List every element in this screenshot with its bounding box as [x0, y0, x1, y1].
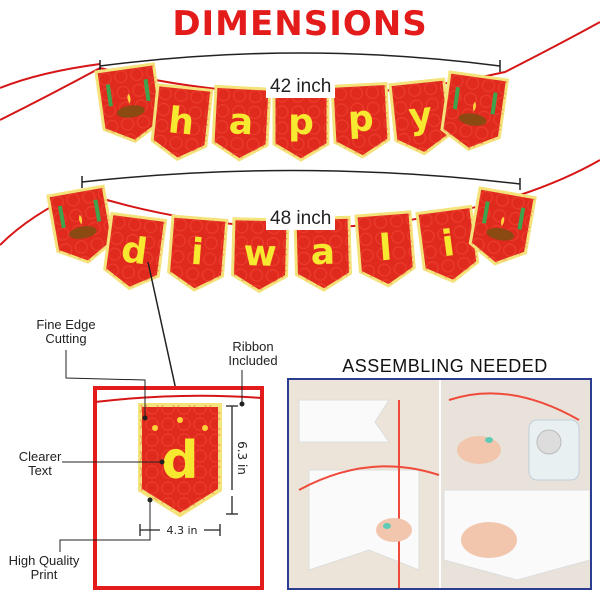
flag-letter: w: [243, 233, 277, 275]
flag-letter-bottom-3: a: [293, 215, 352, 292]
detail-width-label: 4.3 in: [166, 524, 197, 537]
detail-height-label: 6.3 in: [235, 441, 249, 475]
flag-letter: h: [166, 100, 196, 143]
flag-letter: d: [119, 229, 150, 273]
flag-letter-bottom-0: d: [103, 211, 168, 291]
flag-letter-bottom-1: i: [167, 214, 229, 292]
bottom-width-label: 48 inch: [266, 208, 336, 230]
flag-diya-right: [468, 186, 537, 266]
flag-diya-left: [94, 62, 164, 143]
callout-clearer-text: Clearer Text: [18, 449, 62, 478]
top-width-label: 42 inch: [266, 76, 336, 98]
flag-letter: a: [310, 232, 335, 274]
flag-letter-top-0: h: [150, 83, 214, 161]
flag-letter-top-1: a: [211, 84, 272, 162]
flag-letter: a: [228, 101, 254, 143]
detail-frame: [93, 386, 264, 590]
flag-letter-bottom-4: l: [354, 210, 416, 288]
flag-letter-bottom-5: i: [415, 204, 480, 284]
flag-letter: y: [407, 95, 435, 138]
flag-letter: i: [439, 223, 457, 265]
flag-letter-top-2: p: [272, 86, 330, 162]
callout-print-quality: High Quality Print: [8, 553, 80, 582]
top-ribbon-left: [0, 63, 101, 89]
flag-diya-right: [440, 70, 510, 152]
flag-letter-top-3: p: [330, 81, 391, 159]
assembling-heading: ASSEMBLING NEEDED: [342, 356, 548, 376]
bottom-width-arc: [81, 169, 521, 185]
flag-diya-left: [46, 184, 115, 264]
top-width-arc: [99, 52, 501, 67]
callout-fine-edge: Fine Edge Cutting: [36, 317, 96, 346]
page-title: DIMENSIONS: [172, 4, 428, 44]
detail-flag: d: [138, 403, 222, 518]
flag-letter-top-4: y: [388, 77, 452, 156]
flag-letter: p: [288, 102, 314, 143]
assembly-photo-panel: [287, 378, 592, 590]
callout-ribbon: Ribbon Included: [228, 339, 278, 368]
assembly-photos: [289, 380, 591, 588]
flag-letter: i: [189, 232, 205, 274]
detail-letter: d: [161, 431, 198, 491]
detail-ribbon: [94, 394, 263, 403]
flag-letter: p: [347, 98, 375, 140]
flag-letter: l: [378, 227, 394, 269]
